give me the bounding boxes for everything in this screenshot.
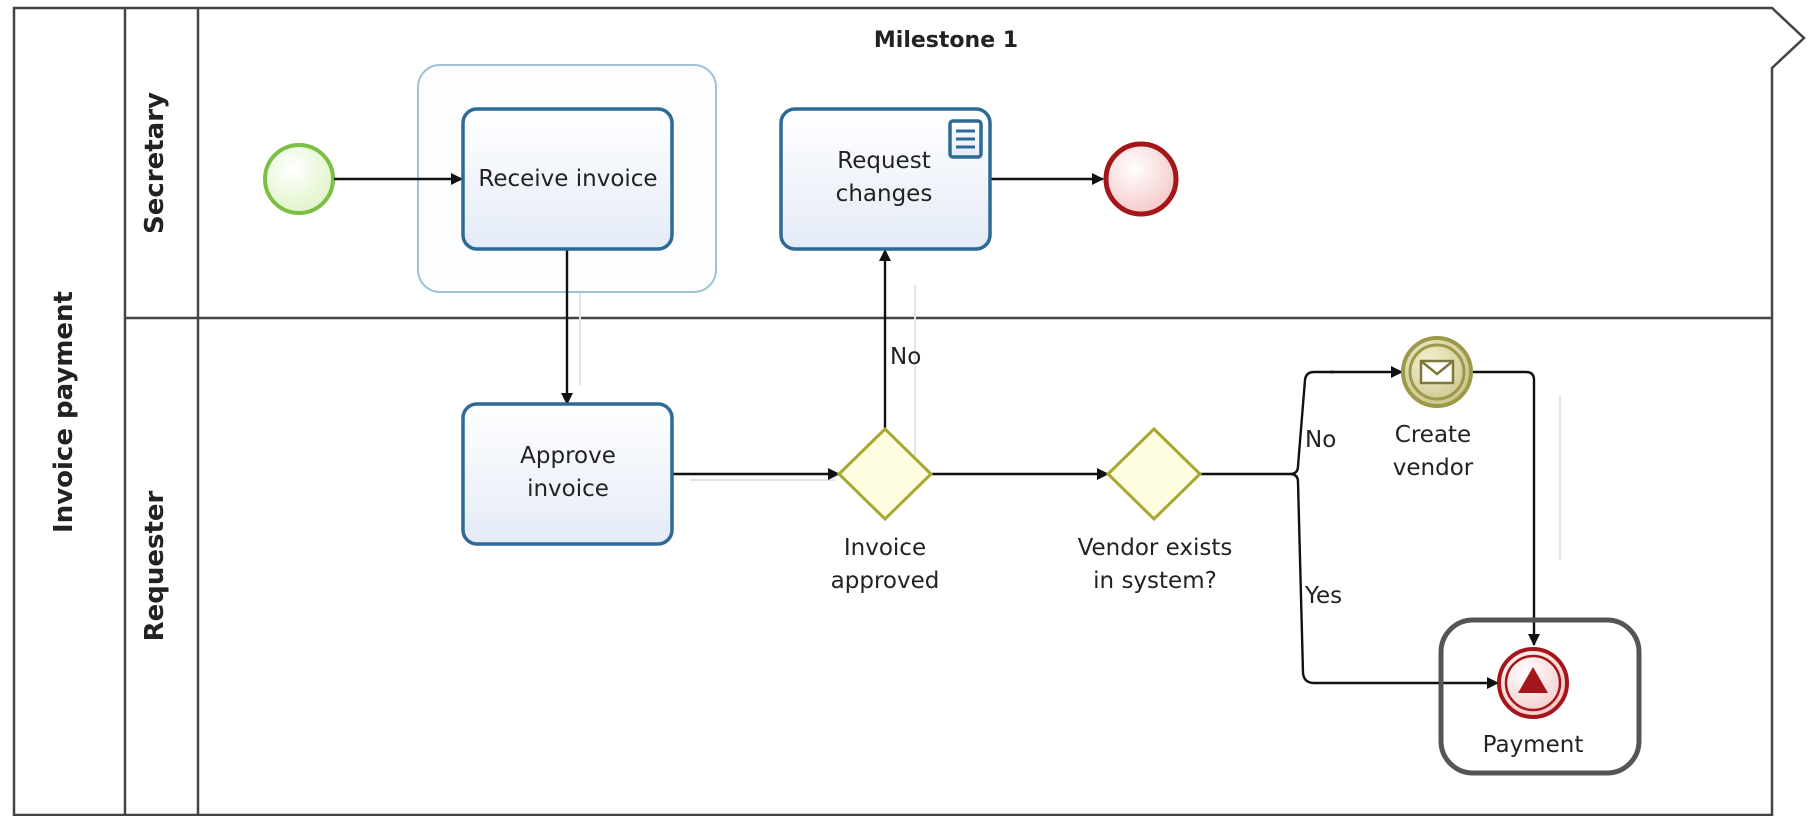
flow-label-no-up: No <box>890 344 921 370</box>
task-receive-invoice-label: Receive invoice <box>478 166 657 192</box>
event-payment[interactable] <box>1497 647 1569 719</box>
gateway-invoice-approved-label-line2: approved <box>831 568 940 594</box>
task-approve-invoice[interactable]: Approve invoice <box>461 402 674 546</box>
gateway-invoice-approved-label-line1: Invoice <box>844 535 926 561</box>
pool-title: Invoice payment <box>49 291 79 533</box>
task-approve-invoice-label-line2: invoice <box>527 476 609 502</box>
task-receive-invoice[interactable]: Receive invoice <box>461 107 674 251</box>
flow-create-vendor-to-payment[interactable] <box>1472 370 1540 646</box>
triangle-signal-icon <box>1518 667 1548 693</box>
event-payment-label: Payment <box>1483 732 1584 758</box>
gateway-vendor-exists-label-line2: in system? <box>1093 568 1217 594</box>
flow-yes-to-payment[interactable] <box>1289 472 1499 689</box>
end-event[interactable] <box>1103 141 1179 217</box>
start-event[interactable] <box>263 143 335 215</box>
lane-title-secretary: Secretary <box>140 92 170 234</box>
flow-label-no-right: No <box>1305 427 1336 453</box>
event-create-vendor[interactable] <box>1401 336 1473 408</box>
event-create-vendor-label-line2: vendor <box>1393 455 1474 481</box>
gateway-vendor-exists[interactable] <box>1105 426 1203 522</box>
milestone-label: Milestone 1 <box>874 28 1018 53</box>
task-request-changes-label-line1: Request <box>837 148 930 174</box>
task-approve-invoice-label-line1: Approve <box>520 443 616 469</box>
task-request-changes[interactable]: Request changes <box>779 107 992 251</box>
sequence-flows <box>334 173 1540 689</box>
lane-title-requester: Requester <box>140 490 170 641</box>
payment-highlight-frame <box>1438 617 1642 776</box>
flow-label-yes: Yes <box>1304 583 1342 609</box>
gateway-invoice-approved[interactable] <box>836 426 934 522</box>
event-create-vendor-label-line1: Create <box>1395 422 1471 448</box>
gateway-vendor-exists-label-line1: Vendor exists <box>1078 535 1233 561</box>
envelope-icon <box>1419 359 1455 385</box>
task-request-changes-label-line2: changes <box>836 181 933 207</box>
background-ghost-lines <box>579 285 1561 560</box>
form-icon <box>948 119 983 159</box>
